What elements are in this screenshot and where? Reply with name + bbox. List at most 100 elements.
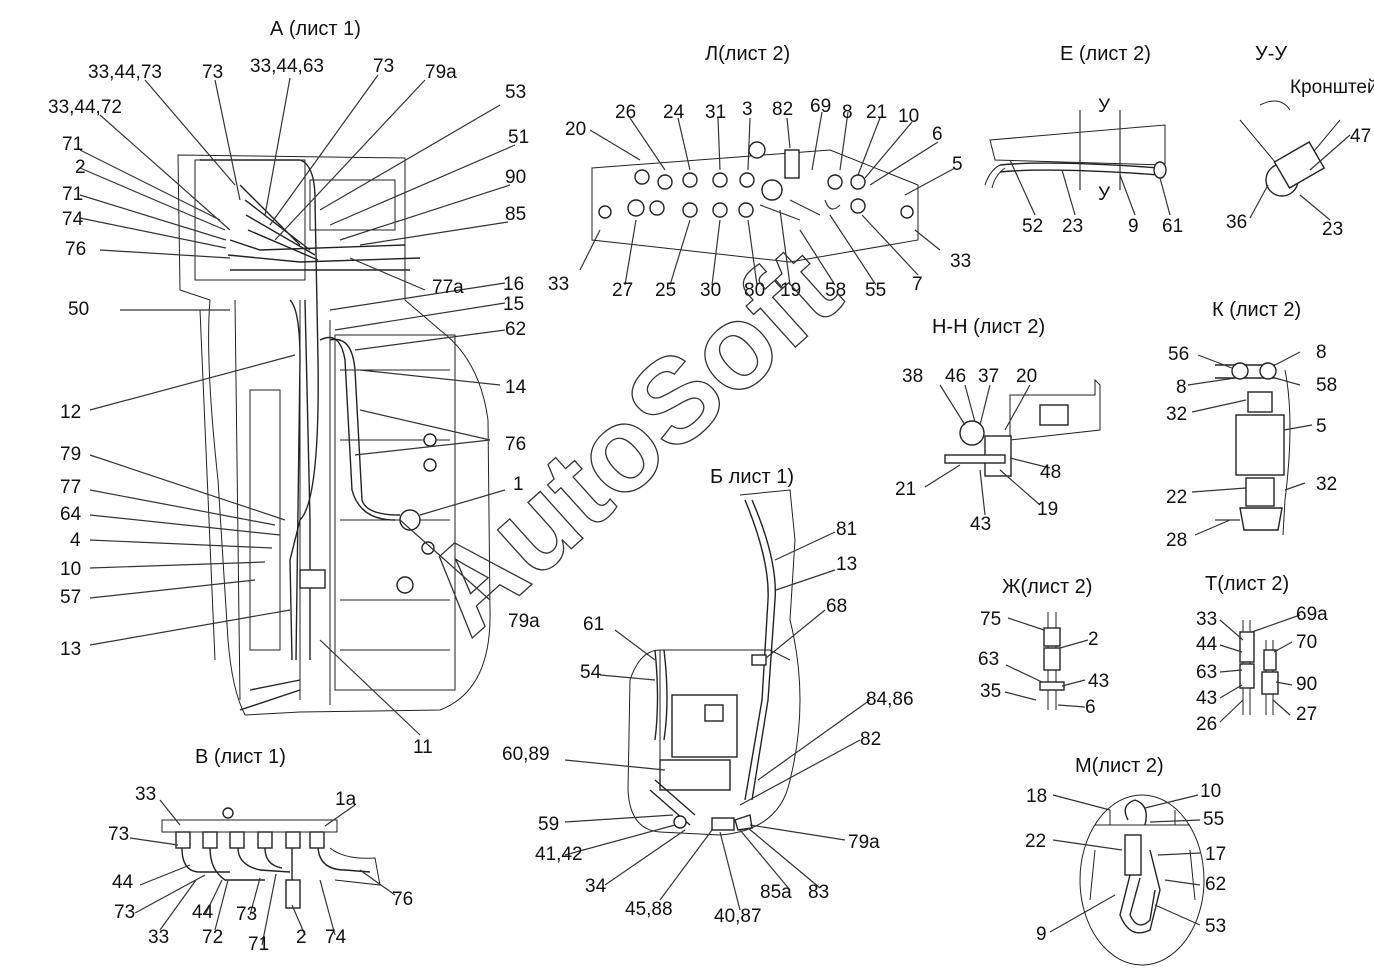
callout-l-18: 58 xyxy=(825,280,846,301)
callout-m-2: 55 xyxy=(1203,809,1224,830)
view-hh: Н-Н (лист 2) 38 46 37 20 48 21 43 19 xyxy=(895,316,1101,535)
callout-b-10: 79а xyxy=(848,832,880,853)
view-zh-title: Ж(лист 2) xyxy=(1002,576,1092,598)
callout-m-5: 62 xyxy=(1205,874,1226,895)
callout-hh-3: 20 xyxy=(1016,366,1037,387)
callout-a-21: 12 xyxy=(60,402,81,423)
callout-a-19: 62 xyxy=(505,319,526,340)
callout-v-12: 74 xyxy=(325,927,347,948)
callout-k-2: 8 xyxy=(1176,377,1187,398)
callout-b-14: 85а xyxy=(760,882,792,903)
callout-m-3: 22 xyxy=(1025,831,1046,852)
callout-v-1: 1а xyxy=(335,789,357,810)
callout-a-27: 4 xyxy=(70,530,81,551)
callout-l-9: 10 xyxy=(898,106,919,127)
callout-b-3: 68 xyxy=(826,596,847,617)
callout-l-2: 24 xyxy=(663,102,685,123)
callout-k-1: 8 xyxy=(1316,342,1327,363)
callout-a-2: 33,44,63 xyxy=(250,56,324,77)
callout-a-13: 85 xyxy=(505,204,526,225)
callout-l-7: 8 xyxy=(842,102,853,123)
callout-l-0: 20 xyxy=(565,119,586,140)
view-k-title: К (лист 2) xyxy=(1212,299,1301,321)
callout-k-4: 32 xyxy=(1166,404,1187,425)
callout-k-0: 56 xyxy=(1168,344,1189,365)
callout-l-20: 7 xyxy=(912,274,923,295)
callout-l-6: 69 xyxy=(810,96,831,117)
callout-v-4: 76 xyxy=(392,889,413,910)
callout-a-0: 33,44,73 xyxy=(88,62,162,83)
callout-b-4: 54 xyxy=(580,662,602,683)
callout-b-8: 59 xyxy=(538,814,559,835)
callout-l-3: 31 xyxy=(705,102,726,123)
callout-hh-2: 37 xyxy=(978,366,999,387)
callout-v-7: 73 xyxy=(236,904,257,925)
callout-l-8: 21 xyxy=(866,102,887,123)
callout-a-5: 33,44,72 xyxy=(48,97,122,118)
callout-m-0: 18 xyxy=(1026,786,1047,807)
view-b-title: Б лист 1) xyxy=(710,466,794,488)
view-hh-title: Н-Н (лист 2) xyxy=(932,316,1045,338)
callout-t-8: 26 xyxy=(1196,714,1217,735)
callout-k-7: 32 xyxy=(1316,474,1337,495)
callout-b-5: 84,86 xyxy=(866,689,914,710)
callout-e-4: 9 xyxy=(1128,216,1139,237)
callout-hh-7: 19 xyxy=(1037,499,1058,520)
callout-k-3: 58 xyxy=(1316,375,1337,396)
callout-m-4: 17 xyxy=(1205,844,1226,865)
callout-b-0: 81 xyxy=(836,519,857,540)
callout-a-7: 71 xyxy=(62,134,83,155)
callout-b-12: 45,88 xyxy=(625,899,673,920)
view-a-body-outline xyxy=(177,154,491,716)
view-k: К (лист 2) 56 8 8 58 32 5 22 32 28 xyxy=(1166,299,1337,551)
callout-zh-4: 35 xyxy=(980,681,1001,702)
callout-zh-2: 63 xyxy=(978,649,999,670)
view-l: Л(лист 2) 20 26 24 31 3 82 69 8 21 10 6 … xyxy=(548,43,971,301)
callout-e-3: 23 xyxy=(1062,216,1083,237)
callout-a-18: 50 xyxy=(68,299,89,320)
callout-v-11: 2 xyxy=(296,927,307,948)
callout-l-11: 5 xyxy=(952,154,963,175)
callout-hh-5: 21 xyxy=(895,479,916,500)
callout-a-9: 2 xyxy=(75,157,86,178)
callout-a-22: 76 xyxy=(505,434,526,455)
callout-t-0: 33 xyxy=(1196,609,1217,630)
view-uu: У-У Кронштей 47 36 23 xyxy=(1226,43,1374,240)
callout-zh-5: 6 xyxy=(1085,697,1096,718)
view-a-title: А (лист 1) xyxy=(270,18,361,40)
callout-a-20: 14 xyxy=(505,377,527,398)
callout-hh-6: 43 xyxy=(970,514,991,535)
callout-a-14: 76 xyxy=(65,239,86,260)
callout-uu-0: 47 xyxy=(1350,126,1371,147)
callout-a-1: 73 xyxy=(202,62,223,83)
callout-v-5: 73 xyxy=(114,902,135,923)
callout-a-15: 77а xyxy=(432,277,464,298)
callout-t-5: 90 xyxy=(1296,674,1317,695)
panel-switches xyxy=(627,149,866,221)
bracket-label: Кронштей xyxy=(1290,77,1374,98)
callout-v-2: 73 xyxy=(108,824,129,845)
callout-a-28: 10 xyxy=(60,559,81,580)
callout-l-12: 33 xyxy=(548,274,569,295)
callout-b-2: 61 xyxy=(583,614,604,635)
callout-l-21: 33 xyxy=(950,251,971,272)
callout-l-19: 55 xyxy=(865,280,886,301)
callout-v-0: 33 xyxy=(135,784,156,805)
callout-a-16: 16 xyxy=(503,274,524,295)
callout-hh-0: 38 xyxy=(902,366,923,387)
view-e: Е (лист 2) У У 52 23 9 61 xyxy=(984,43,1183,237)
callout-k-5: 5 xyxy=(1316,416,1327,437)
callout-hh-1: 46 xyxy=(945,366,966,387)
view-v-title: В (лист 1) xyxy=(195,746,286,768)
callout-t-3: 70 xyxy=(1296,632,1317,653)
callout-l-17: 19 xyxy=(780,280,801,301)
callout-b-6: 60,89 xyxy=(502,744,550,765)
callout-l-4: 3 xyxy=(742,99,753,120)
callout-t-7: 27 xyxy=(1296,704,1317,725)
callout-a-25: 77 xyxy=(60,477,81,498)
callout-a-24: 1 xyxy=(513,474,524,495)
callout-e-0: У xyxy=(1098,96,1111,117)
callout-k-8: 28 xyxy=(1166,530,1187,551)
callout-e-1: У xyxy=(1098,184,1111,205)
